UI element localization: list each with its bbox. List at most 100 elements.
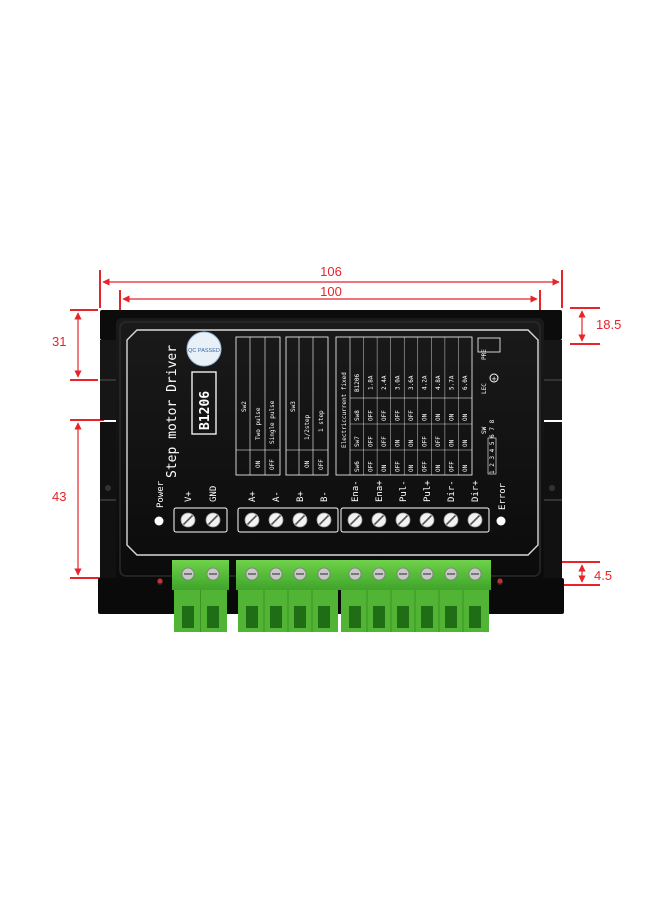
error-label: Error bbox=[498, 482, 508, 510]
current-cell: OFF bbox=[381, 436, 388, 447]
current-value: 2.4A bbox=[381, 375, 388, 390]
terminal-label: V+ bbox=[184, 491, 194, 502]
sw2-row2-value: OFF bbox=[269, 459, 276, 470]
connector-block bbox=[339, 560, 491, 590]
connector-slot bbox=[421, 606, 433, 628]
connector-block bbox=[172, 560, 229, 590]
current-cell: ON bbox=[449, 439, 456, 447]
terminal-label: GND bbox=[209, 486, 219, 502]
sw2-header: Sw2 bbox=[241, 401, 248, 412]
dim-left-top: 31 bbox=[52, 334, 66, 349]
current-grid: Sw6Sw7Sw8B1206OFFOFFOFF1.8AONOFFOFF2.4AO… bbox=[349, 337, 472, 475]
lec-label: LEC bbox=[481, 383, 488, 394]
current-cell: ON bbox=[449, 413, 456, 421]
current-cell: ON bbox=[435, 413, 442, 421]
current-cell: OFF bbox=[394, 410, 401, 421]
dim-width-total: 106 bbox=[320, 264, 342, 279]
terminal-frame bbox=[340, 507, 490, 533]
connector-slot bbox=[318, 606, 330, 628]
sw3-row2-value: OFF bbox=[318, 459, 325, 470]
terminal-label: B- bbox=[320, 491, 330, 502]
connector-slot bbox=[246, 606, 258, 628]
pre-label: PRE bbox=[481, 349, 488, 360]
current-cell: ON bbox=[435, 464, 442, 472]
current-cell: OFF bbox=[394, 461, 401, 472]
current-cell: OFF bbox=[381, 410, 388, 421]
current-cell: OFF bbox=[449, 461, 456, 472]
current-cell: OFF bbox=[435, 436, 442, 447]
dim-width-inner: 100 bbox=[320, 284, 342, 299]
connector-slot bbox=[270, 606, 282, 628]
sw3-table: Sw3 1/2step 1 step ON OFF bbox=[285, 336, 329, 476]
sw2-row1-label: Two pulse bbox=[255, 407, 262, 440]
power-led bbox=[154, 516, 164, 526]
current-col-header: Sw7 bbox=[354, 436, 361, 447]
error-led bbox=[496, 516, 506, 526]
current-cell: ON bbox=[462, 413, 469, 421]
current-value: 4.2A bbox=[422, 375, 429, 390]
current-value: 3.6A bbox=[408, 375, 415, 390]
terminal-label: Dir+ bbox=[471, 480, 481, 502]
current-value: 1.8A bbox=[367, 375, 374, 390]
green-connectors bbox=[172, 560, 491, 632]
connector-slot bbox=[373, 606, 385, 628]
dip-switch: PRE + LEC SW 1 2 3 4 5 6 7 8 bbox=[477, 337, 501, 475]
sw2-table: Sw2 Two pulse Single pulse ON OFF bbox=[235, 336, 281, 476]
terminal-label: B+ bbox=[296, 491, 306, 502]
terminal-frame bbox=[237, 507, 339, 533]
terminal-label: Pul+ bbox=[423, 480, 433, 502]
current-cell: OFF bbox=[367, 436, 374, 447]
connector-slot bbox=[207, 606, 219, 628]
current-cell: ON bbox=[462, 464, 469, 472]
current-value: 6.0A bbox=[462, 375, 469, 390]
seal-text: QC PASSED bbox=[188, 348, 220, 354]
svg-text:+: + bbox=[491, 375, 497, 383]
current-col-header: Sw8 bbox=[354, 410, 361, 421]
terminal-label: A- bbox=[272, 491, 282, 502]
dim-right-top: 18.5 bbox=[596, 317, 621, 332]
indicator-right bbox=[497, 578, 503, 584]
terminal-label: A+ bbox=[248, 491, 258, 502]
current-header: Electriccurrent fixed bbox=[341, 372, 348, 448]
terminal-screws bbox=[173, 507, 490, 533]
current-cell: ON bbox=[462, 439, 469, 447]
connector-slot bbox=[349, 606, 361, 628]
dim-left-mid: 43 bbox=[52, 489, 66, 504]
terminal-label: Ena- bbox=[351, 480, 361, 502]
indicator-left bbox=[157, 578, 163, 584]
sw2-row2-label: Single pulse bbox=[269, 400, 276, 444]
current-value: 5.7A bbox=[449, 375, 456, 390]
sw3-row1-value: ON bbox=[304, 460, 311, 468]
sw3-row1-label: 1/2step bbox=[304, 414, 311, 440]
sw2-row1-value: ON bbox=[255, 460, 262, 468]
current-cell: OFF bbox=[408, 410, 415, 421]
connector-slot bbox=[182, 606, 194, 628]
model-label: B1206 bbox=[198, 391, 213, 430]
current-cell: OFF bbox=[422, 436, 429, 447]
sw-numbers: 1 2 3 4 5 6 7 8 bbox=[489, 419, 496, 474]
current-cell: OFF bbox=[367, 410, 374, 421]
terminal-labels: V+ GND A+ A- B+ B- Ena- Ena+ Pul- Pul+ Dir- Dir+ bbox=[184, 480, 481, 502]
current-cell: OFF bbox=[367, 461, 374, 472]
connector-slot bbox=[397, 606, 409, 628]
terminal-label: Pul- bbox=[399, 480, 409, 502]
product-title: Step motor Driver bbox=[165, 345, 180, 478]
label-panel: QC PASSED Step motor Driver B1206 Power … bbox=[126, 329, 539, 556]
current-col-header: Sw6 bbox=[354, 461, 361, 472]
sw3-row2-label: 1 step bbox=[318, 410, 325, 432]
terminal-label: Dir- bbox=[447, 480, 457, 502]
current-value: 4.8A bbox=[435, 375, 442, 390]
current-cell: ON bbox=[422, 413, 429, 421]
current-cell: ON bbox=[381, 464, 388, 472]
sw-label: SW bbox=[481, 426, 488, 434]
current-cell: ON bbox=[394, 439, 401, 447]
current-cell: OFF bbox=[422, 461, 429, 472]
terminal-label: Ena+ bbox=[375, 480, 385, 502]
dimension-lines: 106 100 31 43 18.5 4.5 bbox=[52, 264, 621, 586]
sw3-header: Sw3 bbox=[290, 401, 297, 412]
power-label: Power bbox=[156, 480, 166, 508]
dim-right-bottom: 4.5 bbox=[594, 568, 612, 583]
connector-slot bbox=[294, 606, 306, 628]
terminal-frame bbox=[173, 507, 228, 533]
